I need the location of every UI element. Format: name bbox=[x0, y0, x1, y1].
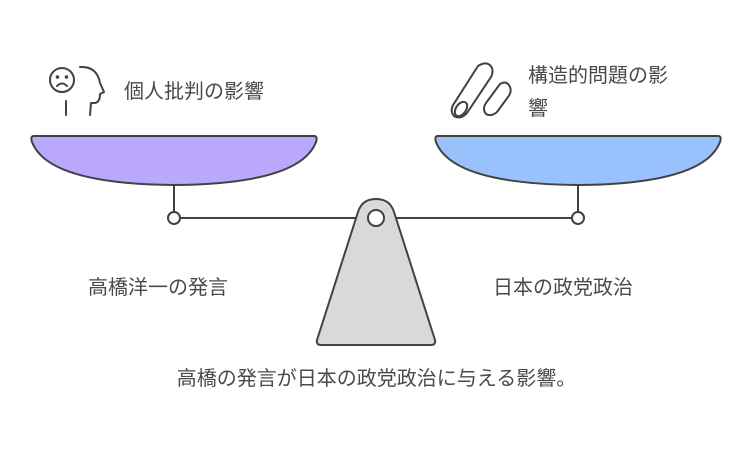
left-joint bbox=[167, 211, 181, 225]
right-title-line1: 構造的問題の影 bbox=[528, 63, 668, 87]
caption: 高橋の発言が日本の政党政治に与える影響。 bbox=[176, 366, 577, 390]
right-label: 日本の政党政治 bbox=[493, 275, 633, 299]
left-label: 高橋洋一の発言 bbox=[88, 275, 228, 299]
right-pan bbox=[434, 135, 722, 187]
pipes-icon bbox=[450, 62, 512, 119]
fulcrum bbox=[315, 197, 437, 346]
right-title-line2: 響 bbox=[528, 96, 548, 120]
right-joint bbox=[571, 211, 585, 225]
left-title: 個人批判の影響 bbox=[124, 79, 264, 103]
left-pan bbox=[30, 135, 318, 187]
thinking-head-icon bbox=[49, 65, 105, 116]
pivot bbox=[367, 209, 385, 227]
